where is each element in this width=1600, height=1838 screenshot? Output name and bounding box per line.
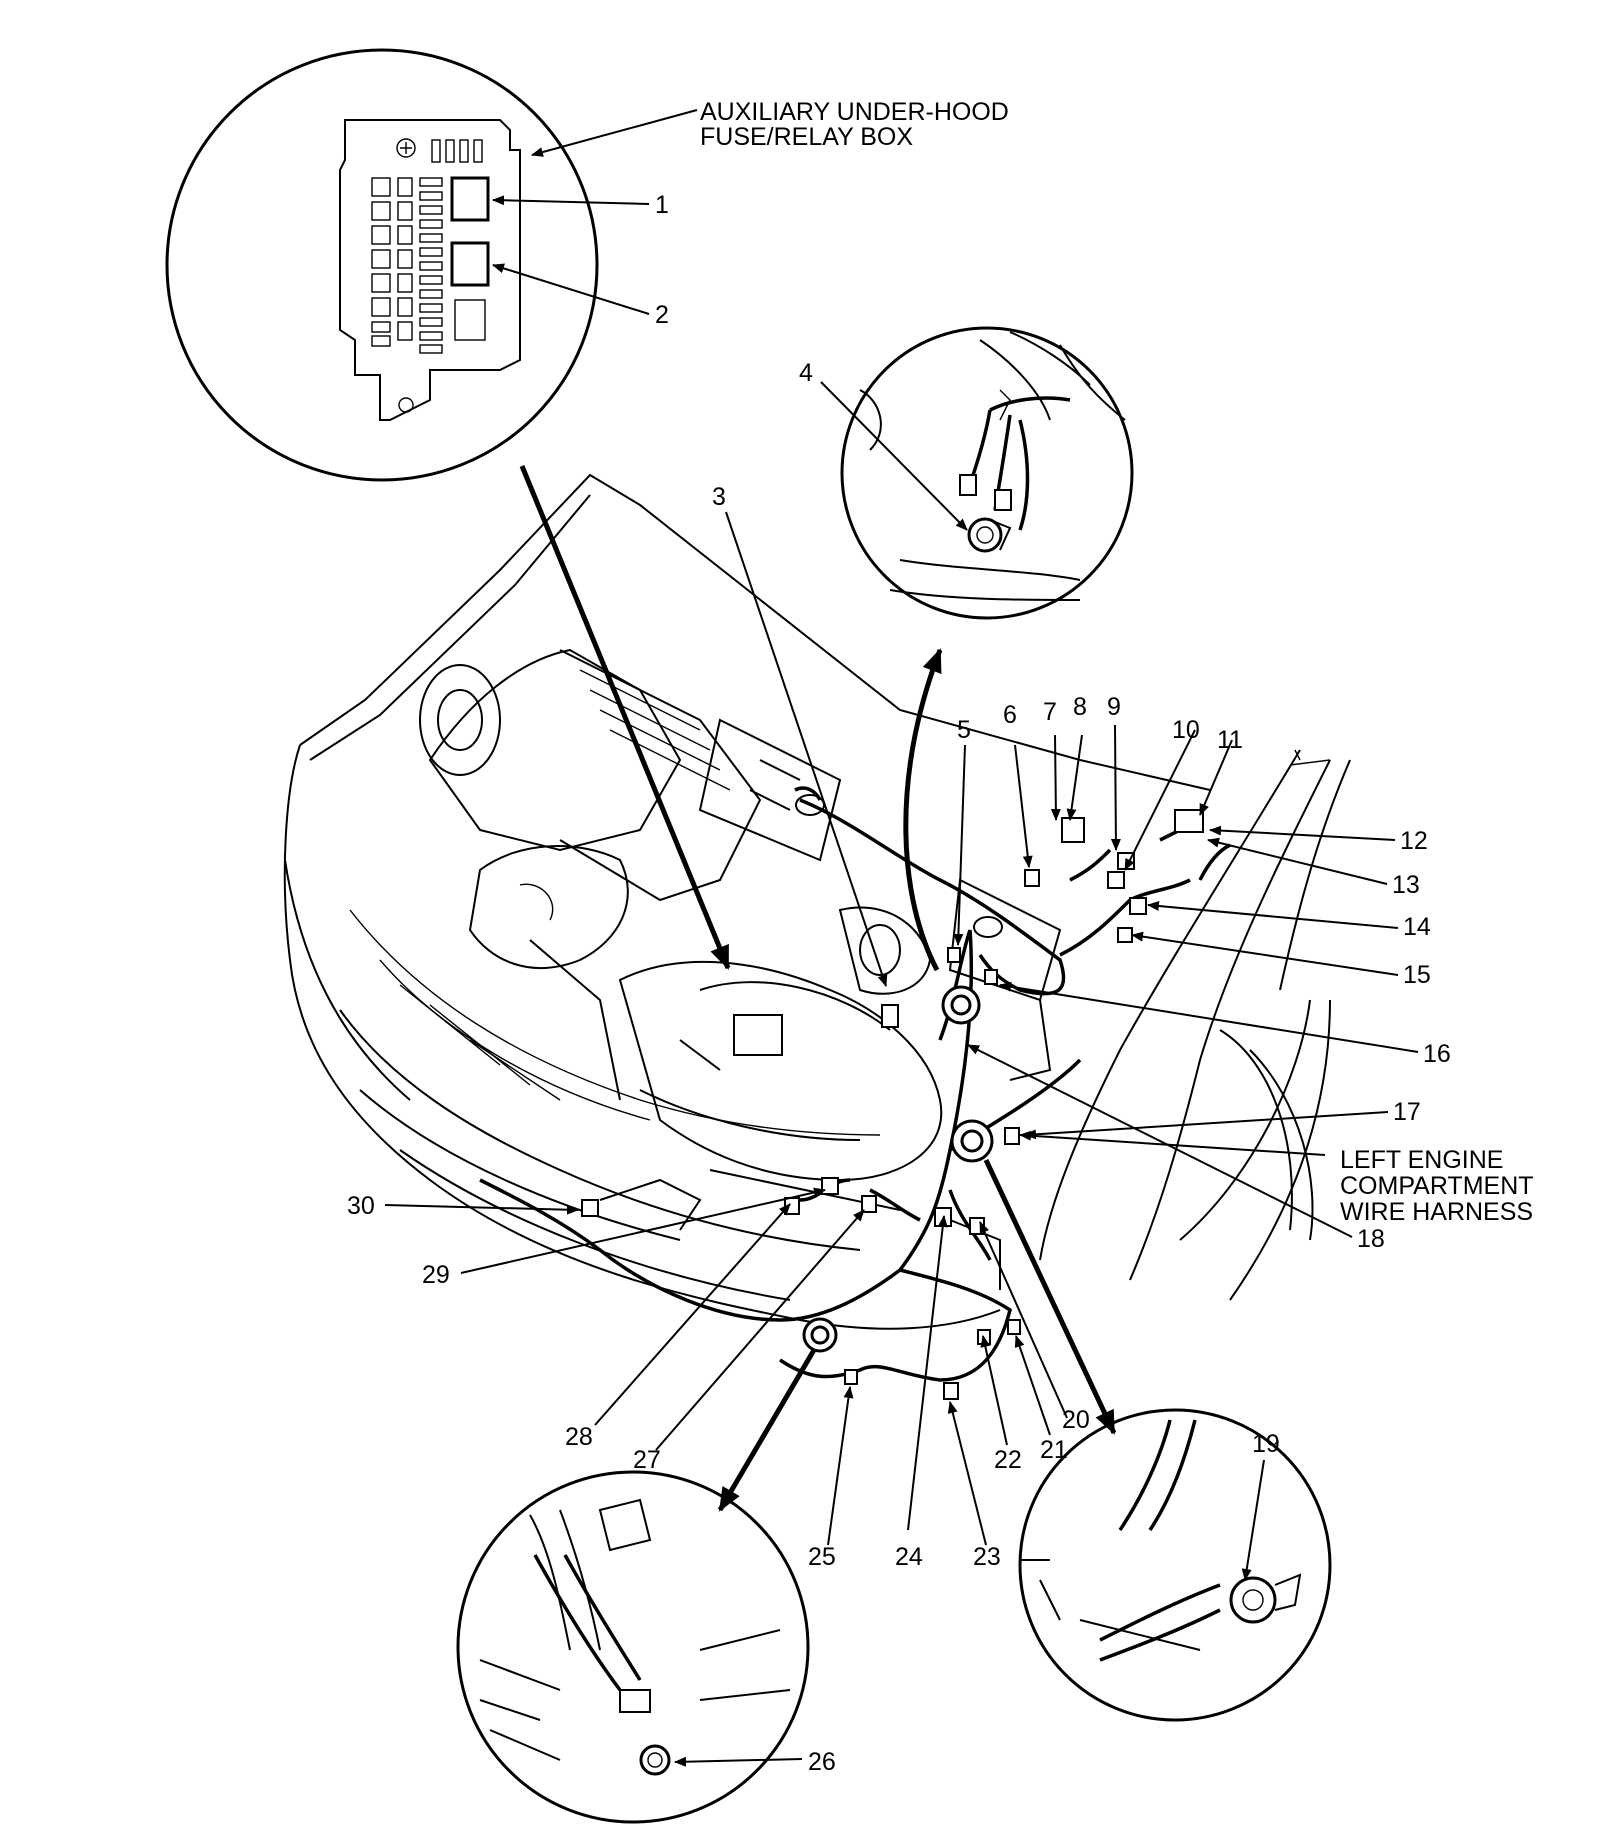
fuse-box-caption-line-2: FUSE/RELAY BOX xyxy=(700,123,913,151)
callout-17: 17 xyxy=(1393,1098,1421,1126)
left-engine-compartment-wire-harness xyxy=(479,786,1231,1400)
callout-5: 5 xyxy=(957,716,971,744)
callout-14: 14 xyxy=(1403,913,1431,941)
callout-19: 19 xyxy=(1252,1430,1280,1458)
callout-10: 10 xyxy=(1172,716,1200,744)
callout-26: 26 xyxy=(808,1748,836,1776)
callout-16: 16 xyxy=(1423,1040,1451,1068)
callout-2: 2 xyxy=(655,301,669,329)
callout-23: 23 xyxy=(973,1543,1001,1571)
callout-28: 28 xyxy=(565,1423,593,1451)
callout-20: 20 xyxy=(1062,1406,1090,1434)
callout-13: 13 xyxy=(1392,871,1420,899)
leader-lines xyxy=(384,109,1419,1767)
ground-connector-detail-26 xyxy=(456,1470,810,1824)
callout-12: 12 xyxy=(1400,827,1428,855)
harness-caption-line-2: COMPARTMENT xyxy=(1340,1172,1534,1200)
callout-1: 1 xyxy=(655,191,669,219)
callout-29: 29 xyxy=(422,1261,450,1289)
fuse-relay-box-detail xyxy=(165,48,599,482)
callout-18: 18 xyxy=(1357,1225,1385,1253)
callout-7: 7 xyxy=(1043,698,1057,726)
callout-25: 25 xyxy=(808,1543,836,1571)
ground-connector-detail-4 xyxy=(840,326,1134,620)
callout-6: 6 xyxy=(1003,701,1017,729)
callout-9: 9 xyxy=(1107,693,1121,721)
callout-24: 24 xyxy=(895,1543,923,1571)
callout-numbers: 1 2 3 4 5 6 7 8 9 10 11 12 13 14 15 16 1… xyxy=(347,191,1451,1776)
callout-22: 22 xyxy=(994,1446,1022,1474)
harness-caption-line-1: LEFT ENGINE xyxy=(1340,1146,1503,1174)
callout-3: 3 xyxy=(712,483,726,511)
callout-15: 15 xyxy=(1403,961,1431,989)
vehicle-front-drawing xyxy=(283,473,1351,1330)
fuse-box-caption-line-1: AUXILIARY UNDER-HOOD xyxy=(700,98,1009,126)
callout-4: 4 xyxy=(799,359,813,387)
ground-connector-detail-19 xyxy=(1018,1408,1332,1722)
callout-11: 11 xyxy=(1217,726,1243,754)
callout-27: 27 xyxy=(633,1446,661,1474)
callout-30: 30 xyxy=(347,1192,375,1220)
callout-21: 21 xyxy=(1040,1436,1068,1464)
harness-caption-line-3: WIRE HARNESS xyxy=(1340,1198,1533,1226)
callout-8: 8 xyxy=(1073,693,1087,721)
